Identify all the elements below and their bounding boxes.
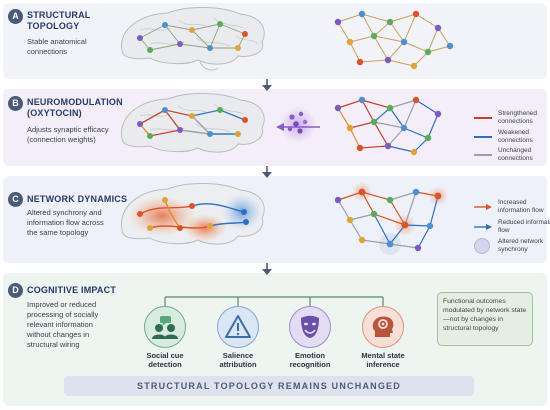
arrow-down-cd: [262, 263, 272, 275]
unchanged-line-swatch: [474, 154, 492, 156]
cognitive-item-salience: Salience attribution: [203, 306, 273, 369]
synchrony-circle-icon: [474, 238, 490, 254]
panel-b-badge: B: [8, 96, 23, 111]
cognitive-item-social-cue: Social cue detection: [130, 306, 200, 369]
footer-banner: STRUCTURAL TOPOLOGY REMAINS UNCHANGED: [64, 376, 474, 396]
mental-state-label: Mental state inference: [361, 351, 405, 369]
panel-structural-topology: [3, 3, 547, 79]
arrow-down-ab: [262, 79, 272, 91]
warning-triangle-icon: [217, 306, 259, 348]
oxytocin-molecules: [280, 107, 316, 143]
legend-unchanged-label: Unchanged connections: [498, 147, 533, 162]
cognitive-branch-lines: [164, 296, 384, 306]
arrow-right-red-icon: [474, 204, 492, 210]
panel-d-description: Improved or reduced processing of social…: [27, 300, 99, 349]
arrow-down-bc: [262, 166, 272, 178]
panel-d-title: COGNITIVE IMPACT: [27, 285, 117, 295]
legend-strengthened-label: Strengthened connections: [498, 110, 538, 125]
people-chat-icon: [144, 306, 186, 348]
brain-a: [121, 6, 265, 71]
panel-a-badge: A: [8, 9, 23, 24]
social-cue-label: Social cue detection: [146, 351, 184, 369]
cognitive-item-emotion: Emotion recognition: [275, 306, 345, 369]
network-c: [334, 182, 448, 255]
panel-c-description: Altered synchrony and information flow a…: [27, 208, 104, 237]
legend-unchanged: Unchanged connections: [474, 147, 550, 163]
weakened-line-swatch: [474, 136, 492, 138]
panel-a-description: Stable anatomical connections: [27, 37, 87, 56]
panel-neuromodulation: [3, 89, 547, 166]
legend-strengthened: Strengthened connections: [474, 110, 550, 126]
panel-d-badge: D: [8, 283, 23, 298]
legend-reduced-label: Reduced information flow: [498, 219, 550, 234]
arrow-right-blue-icon: [474, 224, 492, 230]
salience-label: Salience attribution: [219, 351, 257, 369]
brain-b: [121, 92, 265, 153]
legend-reduced-flow: Reduced information flow: [474, 219, 550, 235]
panel-c-badge: C: [8, 192, 23, 207]
emotion-label: Emotion recognition: [289, 351, 331, 369]
panel-b-title: NEUROMODULATION (OXYTOCIN): [27, 97, 123, 118]
panel-a-title: STRUCTURAL TOPOLOGY: [27, 10, 91, 31]
theater-mask-icon: [289, 306, 331, 348]
cognitive-item-mental-state: Mental state inference: [348, 306, 418, 369]
brain-c: [121, 182, 265, 245]
network-a: [334, 10, 454, 70]
legend-synchrony: Altered network synchrony: [474, 238, 550, 254]
legend-weakened: Weakened connections: [474, 129, 550, 145]
legend-increased-flow: Increased information flow: [474, 199, 550, 215]
legend-increased-label: Increased information flow: [498, 199, 544, 214]
panel-network-dynamics: [3, 176, 547, 263]
legend-synchrony-label: Altered network synchrony: [498, 238, 544, 253]
legend-weakened-label: Weakened connections: [498, 129, 533, 144]
panel-c-title: NETWORK DYNAMICS: [27, 194, 128, 204]
panel-b-description: Adjusts synaptic efficacy (connection we…: [27, 125, 109, 144]
modulation-arrow: [276, 123, 320, 131]
outcome-note: Functional outcomes modulated by network…: [437, 292, 533, 346]
network-b: [334, 96, 442, 156]
head-gear-icon: [362, 306, 404, 348]
strengthened-line-swatch: [474, 117, 492, 119]
